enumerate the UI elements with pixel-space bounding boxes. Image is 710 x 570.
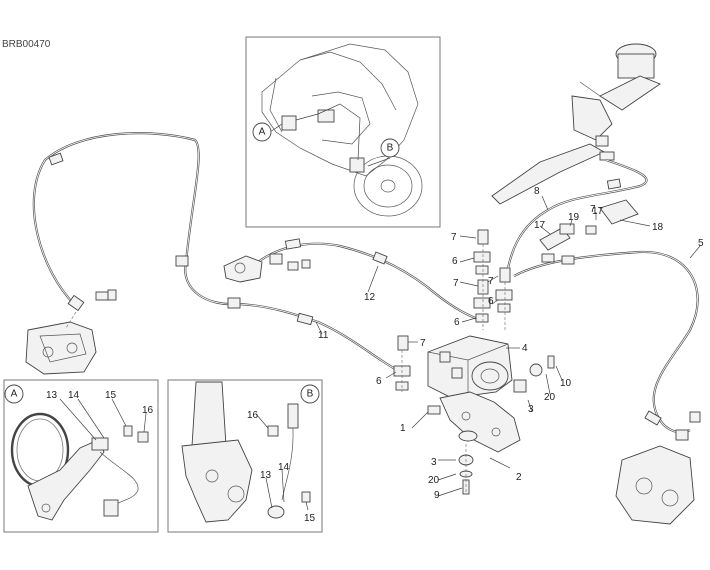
callout-6d: 6	[376, 376, 382, 387]
hose-12	[257, 238, 481, 322]
inset-a-label-16: 16	[142, 405, 154, 416]
callout-17b: 17	[592, 206, 604, 217]
hose-11	[227, 297, 401, 373]
callout-7e: 7	[590, 204, 596, 215]
inset-b-label-16: 16	[247, 410, 259, 421]
inset-b: B 16 13 14 15	[167, 379, 323, 533]
callout-10: 10	[560, 378, 572, 389]
callout-7c: 7	[488, 276, 494, 287]
inset-b-label-14: 14	[278, 462, 290, 473]
inset-b-label-15: 15	[304, 513, 316, 524]
callout-7d: 7	[420, 338, 426, 349]
callout-2: 2	[516, 472, 522, 483]
inset-a: A 13 14 15 16	[3, 379, 159, 533]
abs-fasteners	[411, 355, 555, 495]
callout-3b: 3	[431, 457, 437, 468]
callout-7b: 7	[453, 278, 459, 289]
hose-8	[506, 158, 648, 269]
drawing-code: BRB00470	[2, 39, 51, 50]
callout-11: 11	[318, 330, 329, 341]
pressure-sensor-fitting	[223, 253, 311, 283]
front-master-cylinder	[491, 43, 661, 205]
abs-bracket	[439, 391, 521, 453]
callouts: 1 2 3 3 4 5 6 6 6 6 7 7 7 7 7 8 9 10 11 …	[315, 186, 704, 501]
callout-20b: 20	[428, 475, 440, 486]
inset-a-label-13: 13	[46, 390, 58, 401]
hose-clips	[539, 199, 639, 263]
callout-20a: 20	[544, 392, 556, 403]
callout-17a: 17	[534, 220, 546, 231]
inset-b-label-13: 13	[260, 470, 272, 481]
inset-b-marker: B	[307, 389, 314, 400]
callout-9: 9	[434, 490, 440, 501]
rear-caliper	[25, 311, 97, 375]
rear-brake-hose	[32, 132, 237, 312]
hose-5	[513, 250, 699, 434]
fitting-stacks	[393, 229, 513, 392]
callout-12: 12	[364, 292, 376, 303]
callout-18: 18	[652, 222, 664, 233]
callout-6c: 6	[488, 296, 494, 307]
overview-marker-b: B	[387, 143, 394, 154]
callout-3a: 3	[528, 404, 534, 415]
front-caliper	[615, 411, 701, 525]
inset-a-marker: A	[11, 389, 18, 400]
inset-a-label-14: 14	[68, 390, 80, 401]
callout-7a: 7	[451, 232, 457, 243]
callout-4: 4	[522, 343, 528, 354]
inset-a-label-15: 15	[105, 390, 117, 401]
abs-modulator	[427, 335, 513, 399]
callout-6b: 6	[454, 317, 460, 328]
callout-5: 5	[698, 238, 704, 249]
overview-marker-a: A	[259, 127, 266, 138]
callout-19: 19	[568, 212, 580, 223]
callout-6a: 6	[452, 256, 458, 267]
callout-8: 8	[534, 186, 540, 197]
inset-motorcycle-overview: A B	[245, 36, 441, 228]
callout-1: 1	[400, 423, 406, 434]
